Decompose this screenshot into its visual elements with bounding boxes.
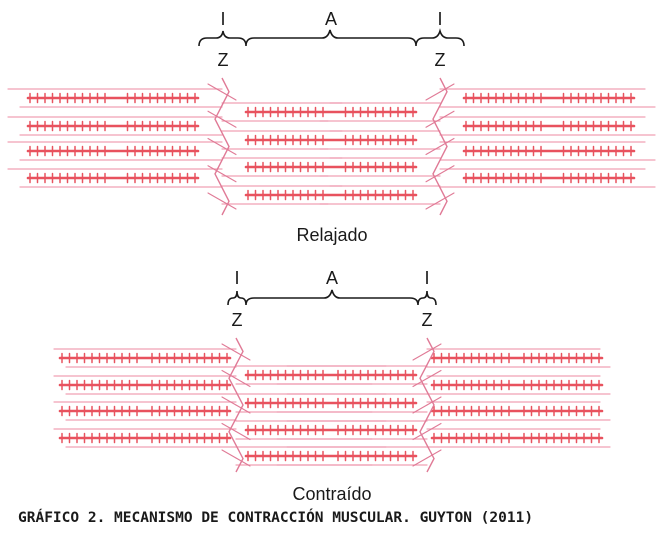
z-disc-link [426,422,442,433]
thick-filament [26,172,200,184]
contracted-i-band-right-label: I [424,268,429,288]
z-disc-link [221,91,237,101]
z-disc-link [439,192,455,202]
z-disc-link [221,118,237,128]
sarcomere [53,337,611,473]
relaxed-panel: I A I Z Z Relajado [7,9,656,245]
z-disc-link [207,110,223,120]
thick-filament [58,432,232,444]
thick-filament [244,450,418,462]
relaxed-i-band-right-label: I [437,9,442,29]
z-disc-link [221,422,237,433]
z-disc-link [207,137,223,148]
sarcomere-diagram: I A I Z Z Relajado I A I Z Z Contraído [7,9,656,504]
figure-caption: GRÁFICO 2. MECANISMO DE CONTRACCIÓN MUSC… [18,510,534,526]
thick-filament [244,134,418,146]
thick-filament [430,432,604,444]
z-disc-link [426,449,442,459]
thick-filament [244,189,418,201]
thick-filament [26,92,200,104]
contracted-state-label: Contraído [292,484,371,504]
thick-filament [58,379,232,391]
z-disc-link [426,343,442,353]
relaxed-filaments [7,77,656,216]
z-disc-link [221,173,237,183]
z-line-right [419,337,435,473]
z-disc-link [426,396,442,406]
contracted-filaments [53,337,611,473]
relaxed-brace [198,28,465,47]
thick-filament [244,397,418,409]
z-line-left [228,337,244,473]
z-disc-link [412,430,428,441]
thick-filament [244,424,418,436]
z-disc-link [235,430,251,441]
z-disc-link [439,110,455,120]
sarcomere [7,77,656,216]
relaxed-i-band-left-label: I [220,9,225,29]
z-disc-link [425,118,441,128]
z-disc-link [439,165,455,175]
z-line-right [432,77,448,216]
z-disc-link [439,137,455,148]
relaxed-a-band-label: A [325,9,337,29]
thick-filament [244,161,418,173]
z-disc-link [412,377,428,388]
z-disc-link [207,83,223,93]
contracted-z-line-right-label: Z [422,310,433,330]
z-disc-link [425,145,441,156]
z-disc-link [221,200,237,210]
thick-filament [26,120,200,132]
thick-filament [430,405,604,417]
z-disc-link [425,91,441,101]
relaxed-z-line-left-label: Z [218,50,229,70]
thick-filament [462,172,636,184]
thick-filament [58,405,232,417]
relaxed-state-label: Relajado [296,225,367,245]
z-disc-link [221,369,237,380]
thick-filament [462,145,636,157]
z-disc-link [207,165,223,175]
z-disc-link [412,404,428,414]
thick-filament [462,120,636,132]
z-line-left [214,77,230,216]
z-disc-link [221,145,237,156]
z-disc-link [207,192,223,202]
thick-filament [462,92,636,104]
z-disc-link [235,457,251,467]
z-disc-link [425,173,441,183]
thick-filament [26,145,200,157]
relaxed-z-line-right-label: Z [435,50,446,70]
z-disc-link [426,369,442,380]
z-disc-link [235,351,251,361]
thick-filament [58,352,232,364]
thick-filament [244,369,418,381]
contracted-a-band-label: A [326,268,338,288]
z-disc-link [221,396,237,406]
z-disc-link [412,457,428,467]
contracted-z-line-left-label: Z [232,310,243,330]
thick-filament [430,352,604,364]
thick-filament [430,379,604,391]
z-disc-link [221,449,237,459]
z-disc-link [439,83,455,93]
contracted-panel: I A I Z Z Contraído [53,268,611,504]
contracted-i-band-left-label: I [234,268,239,288]
thick-filament [244,106,418,118]
z-disc-link [235,404,251,414]
z-disc-link [221,343,237,353]
z-disc-link [412,351,428,361]
contracted-brace [227,289,437,306]
z-disc-link [425,200,441,210]
z-disc-link [235,377,251,388]
